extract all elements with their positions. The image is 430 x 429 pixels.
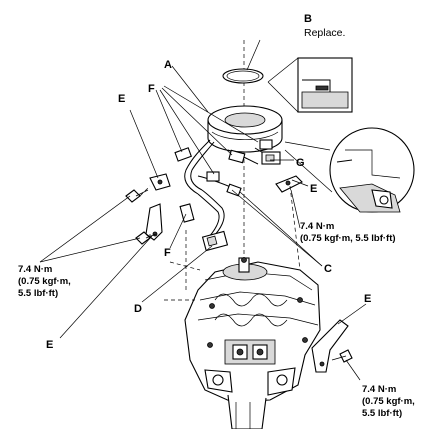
torque-spec-left-line3: 5.5 lbf·ft) [18,288,58,299]
compressor-body [184,257,321,429]
field-coil [207,105,283,153]
wire-harness [184,139,273,241]
label-e-right: E [310,183,317,195]
torque-spec-left-line2: (0.75 kgf·m, [18,276,71,287]
torque-spec-left-line1: 7.4 N·m [18,264,52,275]
label-f-upper: F [148,83,155,95]
label-b: B [304,13,312,25]
torque-spec-right-line1: 7.4 N·m [300,221,334,232]
harness-clamps [174,139,273,223]
bolt-bottom-right [331,349,353,363]
label-e-lower-left: E [46,339,53,351]
label-e-upper-left: E [118,93,125,105]
label-a: A [164,59,172,71]
torque-spec-bottom-line2: (0.75 kgf·m, [362,396,415,407]
label-f-lower: F [164,247,171,259]
harness-connector [201,230,229,252]
label-c: C [324,263,332,275]
callout-labels: B Replace. A F E G E C F D E E 7.4 N·m (… [18,13,415,419]
label-b-note: Replace. [304,27,345,39]
torque-spec-bottom-line3: 5.5 lbf·ft) [362,408,402,419]
leader-lines [39,39,367,381]
snap-ring [222,68,264,84]
detail-inset-snap-ring [267,57,353,113]
bracket-right [275,175,303,193]
bracket-left-lower [145,203,163,241]
label-e-bottom-right: E [364,293,371,305]
circle-detail-connector [284,127,415,213]
assembly-guide-lines [139,185,301,301]
bracket-bottom-right [311,319,349,373]
torque-spec-right-line2: (0.75 kgf·m, 5.5 lbf·ft) [300,233,396,244]
label-d: D [134,303,142,315]
torque-spec-bottom-line1: 7.4 N·m [362,384,396,395]
label-g: G [296,157,305,169]
coil-connector [261,151,281,165]
bolt-upper-left [125,189,149,203]
bracket-left-upper [149,173,171,191]
